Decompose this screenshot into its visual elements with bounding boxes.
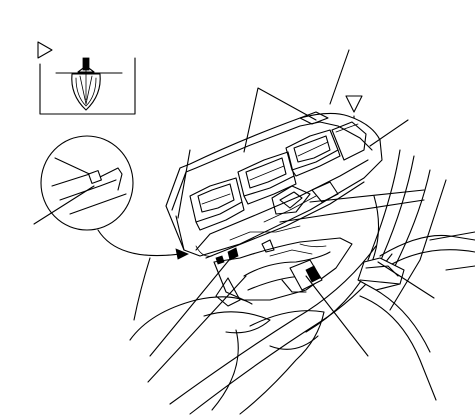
window-switch-panel-rear [299, 111, 367, 161]
push-clip-icon [55, 57, 123, 111]
window-switch-rear-left [237, 151, 297, 205]
door-handle-bracket [281, 259, 323, 293]
door-trim-outline [129, 149, 475, 415]
switch-connector [229, 181, 339, 241]
hook-tab-detail-icon [51, 157, 127, 215]
hook-callout-leader [33, 185, 95, 225]
hook-detail-circle [40, 135, 134, 231]
curved-arrow-icon [97, 229, 189, 260]
window-switch-front-left [189, 177, 245, 231]
tab-clips [215, 239, 275, 265]
detail-triangle-marker-clip [37, 41, 53, 59]
switch-panel-body [165, 112, 383, 259]
window-switch-rear-right [285, 129, 341, 177]
callout-leaders [147, 49, 435, 383]
clip-detail-box [39, 57, 136, 115]
door-pocket-cavity [213, 237, 353, 307]
